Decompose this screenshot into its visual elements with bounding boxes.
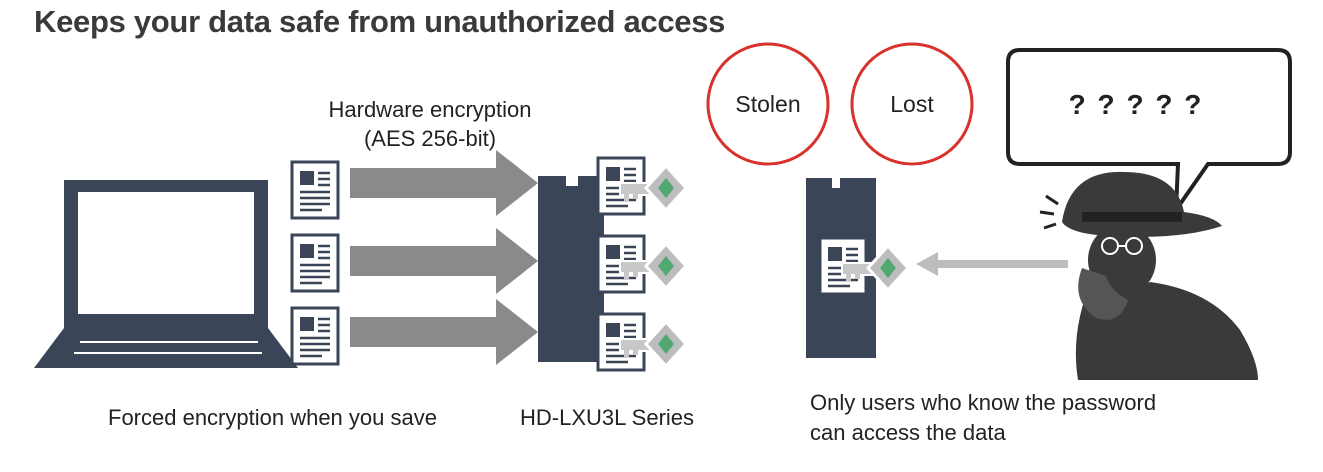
- speech-bubble-text: ? ? ? ? ?: [1069, 89, 1204, 120]
- document-icon: [290, 233, 340, 293]
- stolen-label: Stolen: [735, 91, 800, 117]
- drive-icon: [538, 176, 604, 362]
- document-icon: [290, 160, 340, 220]
- speech-bubble-icon: [1006, 48, 1292, 217]
- arrow-icon: [350, 299, 538, 365]
- arrow-icon: [916, 252, 1068, 276]
- laptop-icon: [34, 180, 298, 368]
- encrypted-document-icon: [596, 156, 688, 372]
- encryption-label-line1: Hardware encryption: [328, 97, 532, 122]
- encryption-label-line2: (AES 256-bit): [363, 126, 497, 151]
- lost-label: Lost: [890, 91, 934, 117]
- document-icon: [290, 306, 340, 366]
- access-caption-line2: can access the data: [810, 420, 1006, 445]
- arrow-icon: [350, 150, 538, 216]
- arrow-icon: [350, 228, 538, 294]
- thief-icon: [1039, 171, 1258, 380]
- lost-circle: [850, 42, 974, 166]
- page-title: Keeps your data safe from unauthorized a…: [34, 4, 726, 39]
- save-caption: Forced encryption when you save: [108, 405, 437, 430]
- product-caption: HD-LXU3L Series: [520, 405, 695, 430]
- access-caption-line1: Only users who know the password: [810, 390, 1157, 415]
- encrypted-document-icon: [818, 236, 910, 296]
- stolen-circle: [706, 42, 830, 166]
